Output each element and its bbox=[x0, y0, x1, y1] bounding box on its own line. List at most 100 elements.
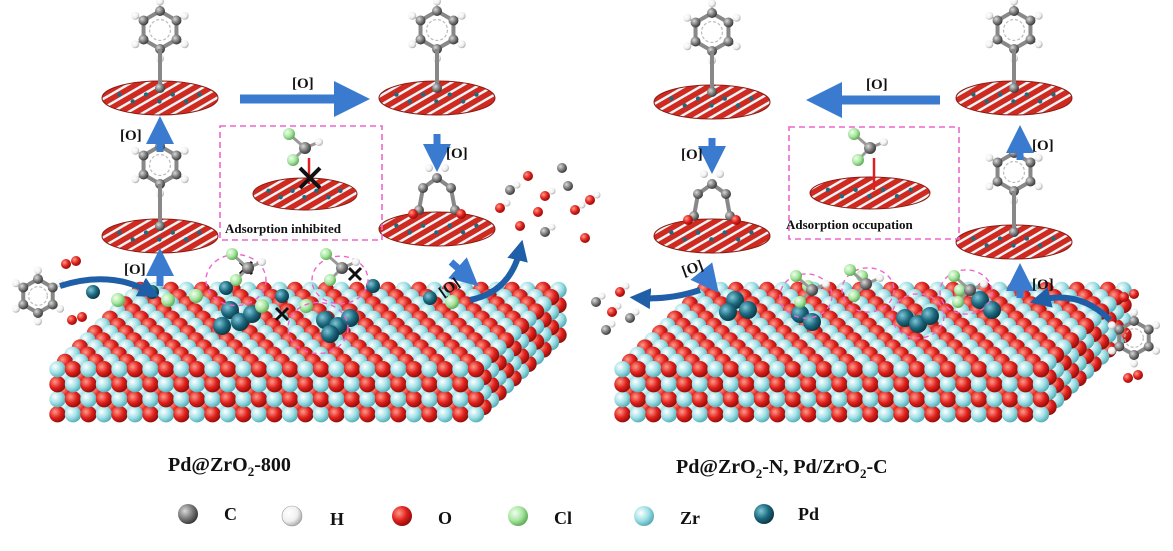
pd-site bbox=[197, 230, 202, 235]
aromatic-ring bbox=[1124, 328, 1144, 348]
hydrogen-atom bbox=[34, 266, 42, 275]
benzene-molecule bbox=[985, 139, 1043, 205]
hydrogen-atom bbox=[34, 317, 42, 326]
oxygen-atom bbox=[831, 376, 848, 393]
zirconium-atom bbox=[436, 406, 454, 423]
pd-site bbox=[407, 99, 412, 104]
chlorine-atom bbox=[848, 128, 860, 140]
pd-site bbox=[460, 230, 466, 235]
pd-site bbox=[825, 187, 831, 192]
pd-site bbox=[314, 188, 319, 193]
hydrogen-atom bbox=[1034, 182, 1043, 191]
zirconium-atom bbox=[815, 406, 833, 423]
oxygen-atom bbox=[1032, 391, 1050, 408]
oxygen-atom bbox=[421, 376, 438, 393]
pd-site bbox=[157, 237, 162, 242]
carbon-atom bbox=[721, 189, 731, 199]
oxygen-atom bbox=[157, 391, 175, 408]
hydrogen-atom bbox=[1034, 153, 1043, 162]
zirconium-atom bbox=[390, 361, 407, 378]
oxygen-atom bbox=[731, 215, 741, 225]
oxygen-atom bbox=[738, 406, 755, 423]
carbon-atom bbox=[723, 17, 734, 28]
hydrogen-atom bbox=[1130, 359, 1138, 368]
pd-site bbox=[1011, 99, 1016, 104]
zirconium-atom bbox=[831, 391, 848, 408]
hydrogen-atom bbox=[985, 40, 994, 49]
site-highlight bbox=[779, 273, 833, 319]
zirconium-atom bbox=[343, 376, 361, 393]
zirconium-atom bbox=[49, 391, 66, 408]
oxygen-atom bbox=[266, 376, 283, 393]
palladium-atom bbox=[971, 291, 989, 309]
oxygen-atom bbox=[645, 406, 662, 423]
hydrogen-atom bbox=[700, 170, 708, 178]
palladium-atom bbox=[366, 279, 380, 293]
carbon-atom bbox=[171, 150, 182, 161]
pd-site bbox=[682, 237, 687, 242]
carbon-atom bbox=[1129, 316, 1139, 326]
zirconium-atom bbox=[95, 406, 113, 423]
carbon-atom bbox=[47, 299, 58, 310]
hydrogen-atom bbox=[1130, 308, 1138, 317]
aromatic-ring bbox=[425, 18, 449, 42]
oxygen-atom bbox=[800, 406, 817, 423]
oxygen-atom bbox=[328, 376, 345, 393]
curved-arrow bbox=[469, 239, 528, 303]
zirconium-atom bbox=[266, 391, 283, 408]
carbon-atom bbox=[860, 278, 872, 290]
oxygen-atom bbox=[281, 391, 299, 408]
hydrogen-atom bbox=[608, 320, 616, 328]
pd-site bbox=[420, 223, 426, 228]
zirconium-atom bbox=[126, 376, 144, 393]
oxygen-atom bbox=[374, 361, 392, 378]
oxygen-atom bbox=[1032, 361, 1050, 378]
zirconium-atom bbox=[769, 361, 786, 378]
legend-item-zr: Zr bbox=[634, 506, 700, 528]
carbon-atom bbox=[806, 284, 818, 296]
oxygen-atom bbox=[235, 376, 252, 393]
oxygen-atom bbox=[691, 391, 709, 408]
hydrogen-atom bbox=[732, 13, 741, 22]
pd-site bbox=[447, 92, 452, 97]
zirconium-atom bbox=[64, 406, 82, 423]
oxygen-atom bbox=[64, 361, 82, 378]
oxygen-atom bbox=[390, 376, 407, 393]
zirconium-atom bbox=[815, 376, 833, 393]
oxygen-atom bbox=[691, 361, 709, 378]
palladium-atom bbox=[219, 281, 233, 295]
palladium-atom bbox=[86, 285, 100, 299]
zirconium-atom bbox=[877, 376, 895, 393]
zirconium-atom bbox=[800, 391, 817, 408]
oxygen-atom bbox=[1001, 391, 1019, 408]
carbon-atom bbox=[540, 227, 550, 237]
hydrogen-atom bbox=[614, 302, 622, 310]
zirconium-atom bbox=[1001, 376, 1019, 393]
chlorine-atom bbox=[226, 248, 238, 260]
oxygen-atom bbox=[1017, 376, 1034, 393]
hydrogen-atom bbox=[408, 11, 417, 20]
hydrogen-atom bbox=[593, 191, 601, 199]
zirconium-atom bbox=[297, 391, 314, 408]
carbon-atom bbox=[864, 142, 876, 154]
carbon-atom bbox=[138, 34, 149, 45]
zirconium-atom bbox=[676, 391, 693, 408]
legend-label: Zr bbox=[680, 508, 700, 528]
pd-site bbox=[434, 99, 439, 104]
hydrogen-atom bbox=[131, 146, 140, 155]
oxygen-atom bbox=[924, 376, 941, 393]
hydrogen-atom bbox=[156, 0, 164, 6]
oxygen-atom bbox=[629, 391, 647, 408]
carbon-atom bbox=[964, 284, 976, 296]
oxygen-atom-icon bbox=[392, 506, 412, 526]
pd-site bbox=[183, 99, 189, 104]
carbon-atom bbox=[625, 313, 635, 323]
pd-site bbox=[971, 92, 976, 97]
oxygen-atom bbox=[142, 376, 159, 393]
oxygen-atom bbox=[629, 361, 647, 378]
zirconium-atom bbox=[986, 361, 1003, 378]
chlorine-atom bbox=[794, 296, 806, 308]
carbon-atom bbox=[1025, 176, 1036, 187]
zirconium-atom bbox=[452, 361, 469, 378]
zirconium-atom bbox=[80, 361, 97, 378]
